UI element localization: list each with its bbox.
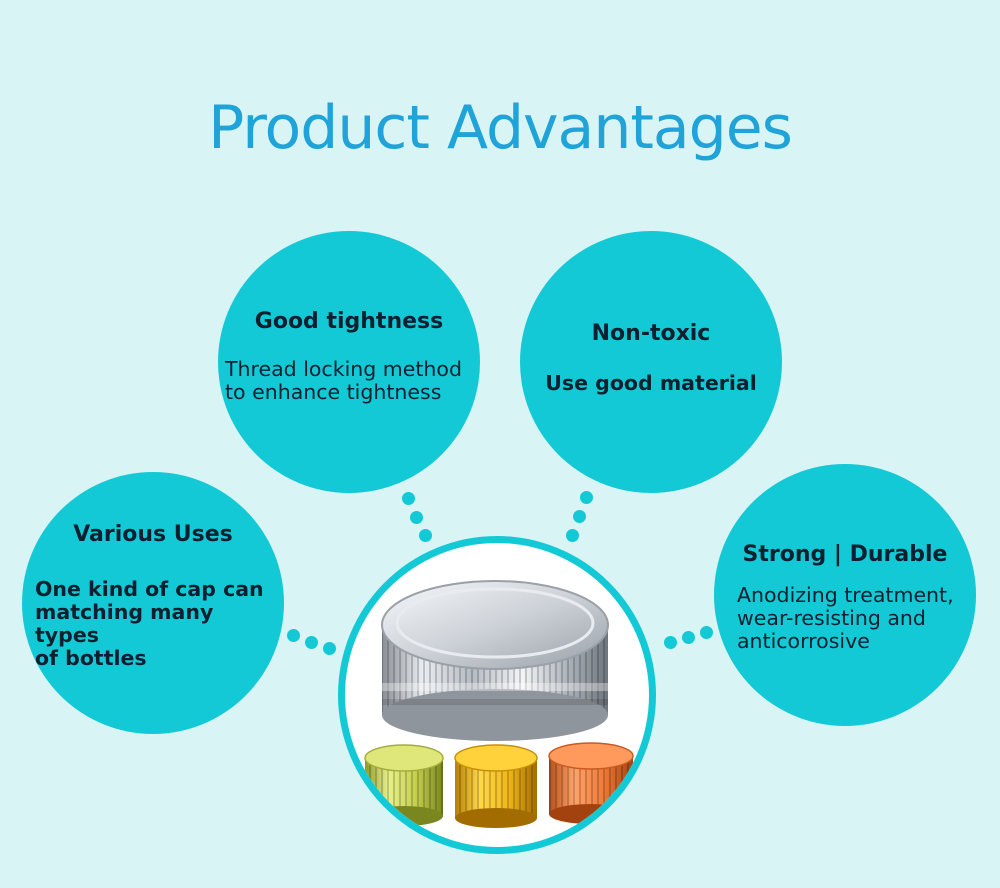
connector-dot: [287, 629, 300, 642]
advantage-heading: Various Uses: [73, 522, 233, 547]
connector-dot: [573, 510, 586, 523]
product-photo: [345, 543, 649, 847]
advantage-heading: Non-toxic: [591, 321, 711, 346]
connector-dot: [566, 529, 579, 542]
advantage-description: One kind of cap can matching many types …: [35, 577, 264, 670]
advantage-various-uses: Various Uses One kind of cap can matchin…: [22, 472, 284, 734]
connector-dot: [700, 626, 713, 639]
advantage-description: Anodizing treatment, wear-resisting and …: [737, 583, 954, 653]
advantage-description: Use good material: [545, 371, 757, 395]
connector-dot: [580, 491, 593, 504]
connector-dot: [323, 642, 336, 655]
advantage-heading: Strong | Durable: [742, 542, 948, 567]
connector-dot: [682, 631, 695, 644]
bottle-caps-photo-icon: [364, 580, 634, 828]
advantage-strong-durable: Strong | Durable Anodizing treatment, we…: [714, 464, 976, 726]
advantage-good-tightness: Good tightness Thread locking method to …: [218, 231, 480, 493]
connector-dot: [664, 636, 677, 649]
advantage-description: Thread locking method to enhance tightne…: [225, 357, 462, 404]
page-title: Product Advantages: [208, 93, 793, 163]
connector-dot: [402, 492, 415, 505]
connector-dot: [305, 636, 318, 649]
advantage-heading: Good tightness: [254, 309, 444, 334]
advantage-non-toxic: Non-toxic Use good material: [520, 231, 782, 493]
connector-dot: [410, 511, 423, 524]
connector-dot: [419, 529, 432, 542]
